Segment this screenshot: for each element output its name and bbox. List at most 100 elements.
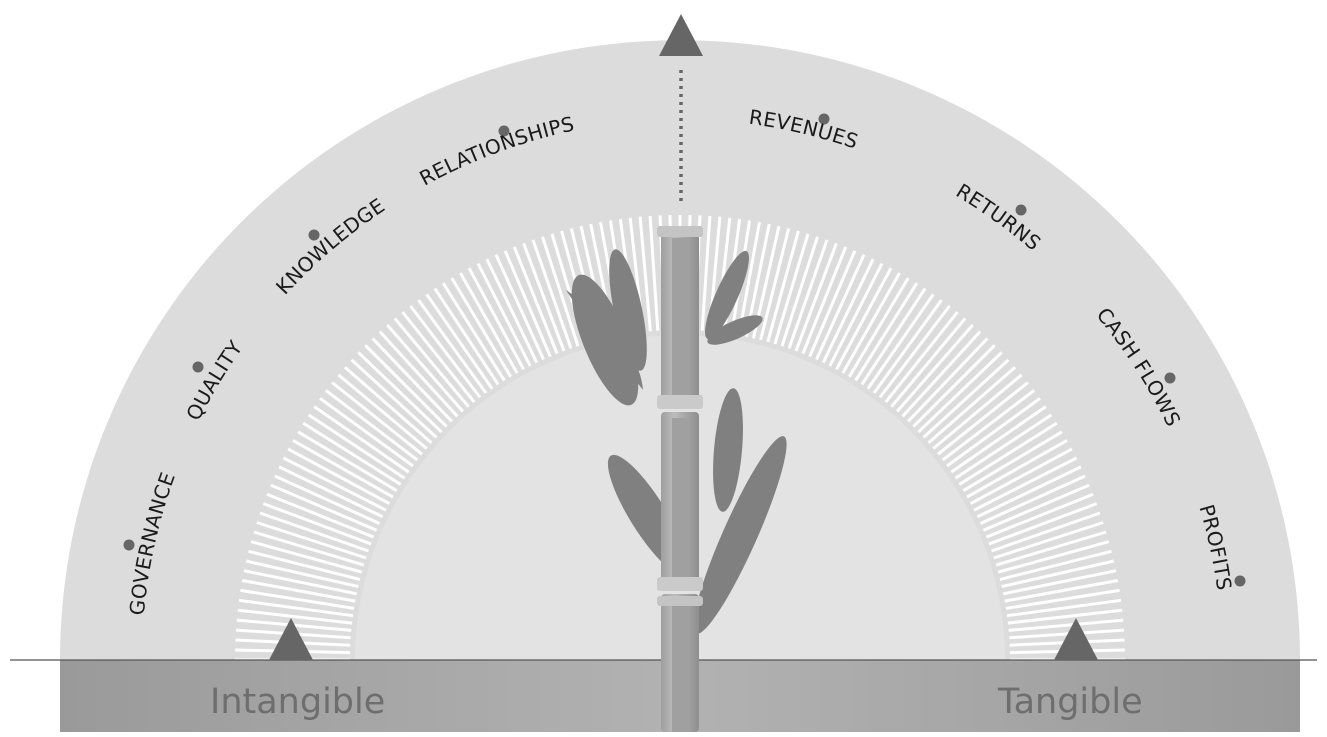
ray [238, 598, 354, 618]
ray [357, 351, 443, 433]
ray [841, 272, 901, 374]
ray [848, 277, 910, 378]
ray [860, 287, 927, 386]
intangible-label: Intangible [210, 682, 385, 722]
ray [969, 447, 1073, 505]
ray [866, 293, 935, 390]
ray [787, 239, 829, 349]
ray [922, 358, 1010, 439]
dot [123, 539, 135, 551]
ray [890, 317, 967, 408]
ray [759, 228, 791, 341]
ray [512, 246, 559, 355]
dot [498, 125, 510, 137]
ray [343, 366, 433, 445]
ray [962, 430, 1063, 492]
ray [895, 323, 974, 413]
ray [737, 221, 761, 336]
ray [401, 311, 476, 403]
ray [1002, 569, 1117, 596]
ray [927, 366, 1017, 445]
ray [319, 397, 414, 468]
leaf [609, 249, 647, 371]
ray [270, 483, 378, 532]
ray [522, 242, 566, 352]
dot [1234, 575, 1246, 587]
ray [912, 344, 996, 428]
ray [1008, 618, 1124, 632]
ray [917, 351, 1003, 433]
ray [259, 511, 369, 553]
ray [297, 430, 398, 492]
ray [988, 502, 1098, 546]
ray [307, 413, 406, 480]
ray [638, 216, 652, 332]
ray [932, 373, 1023, 450]
ray [941, 389, 1036, 462]
ray [901, 330, 982, 418]
ray [828, 262, 884, 367]
dot [1164, 372, 1176, 384]
ray [531, 239, 573, 349]
leaf [693, 436, 787, 634]
ray [364, 344, 448, 428]
ray [459, 272, 519, 374]
ray [835, 267, 893, 371]
ray [331, 381, 423, 456]
ray [433, 287, 500, 386]
leaf [571, 274, 639, 406]
ray [976, 465, 1082, 519]
ray [999, 549, 1112, 581]
ray [494, 254, 545, 361]
ray [237, 608, 353, 625]
ray [241, 579, 356, 603]
ray [417, 299, 488, 394]
ray [1006, 598, 1122, 618]
ray [541, 236, 580, 347]
ray [485, 258, 539, 364]
ray [766, 230, 800, 343]
ray [253, 530, 365, 567]
ray [946, 397, 1041, 468]
ray [350, 358, 438, 439]
ray [243, 569, 358, 596]
ray [450, 277, 512, 378]
ray [950, 405, 1047, 474]
ray [371, 337, 453, 423]
ray [1004, 579, 1119, 603]
ray [878, 304, 951, 399]
marker-dots [123, 113, 1246, 587]
bamboo-stalk [657, 226, 703, 732]
ray [313, 405, 410, 474]
ray [245, 559, 359, 589]
leaf [713, 388, 743, 512]
ray [821, 258, 875, 364]
leaf [705, 250, 749, 340]
ray [780, 236, 819, 347]
ray [386, 323, 465, 413]
ray [794, 242, 838, 352]
ray [378, 330, 459, 418]
dot [818, 113, 830, 125]
ray [991, 511, 1101, 553]
ray [982, 483, 1090, 532]
ray [700, 215, 712, 331]
ray [302, 421, 402, 486]
ray [954, 413, 1053, 480]
ray [282, 456, 387, 512]
ray [648, 215, 660, 331]
dot [308, 229, 320, 241]
ray [907, 337, 989, 423]
ray [409, 304, 482, 399]
ray [773, 233, 810, 345]
ray [266, 492, 375, 539]
tangible-label: Tangible [997, 682, 1143, 722]
ray [1007, 608, 1123, 625]
ray [973, 456, 1078, 512]
ray [966, 439, 1068, 499]
ray [337, 373, 428, 450]
ray [997, 540, 1110, 574]
ray [262, 502, 372, 546]
ray [256, 521, 367, 560]
